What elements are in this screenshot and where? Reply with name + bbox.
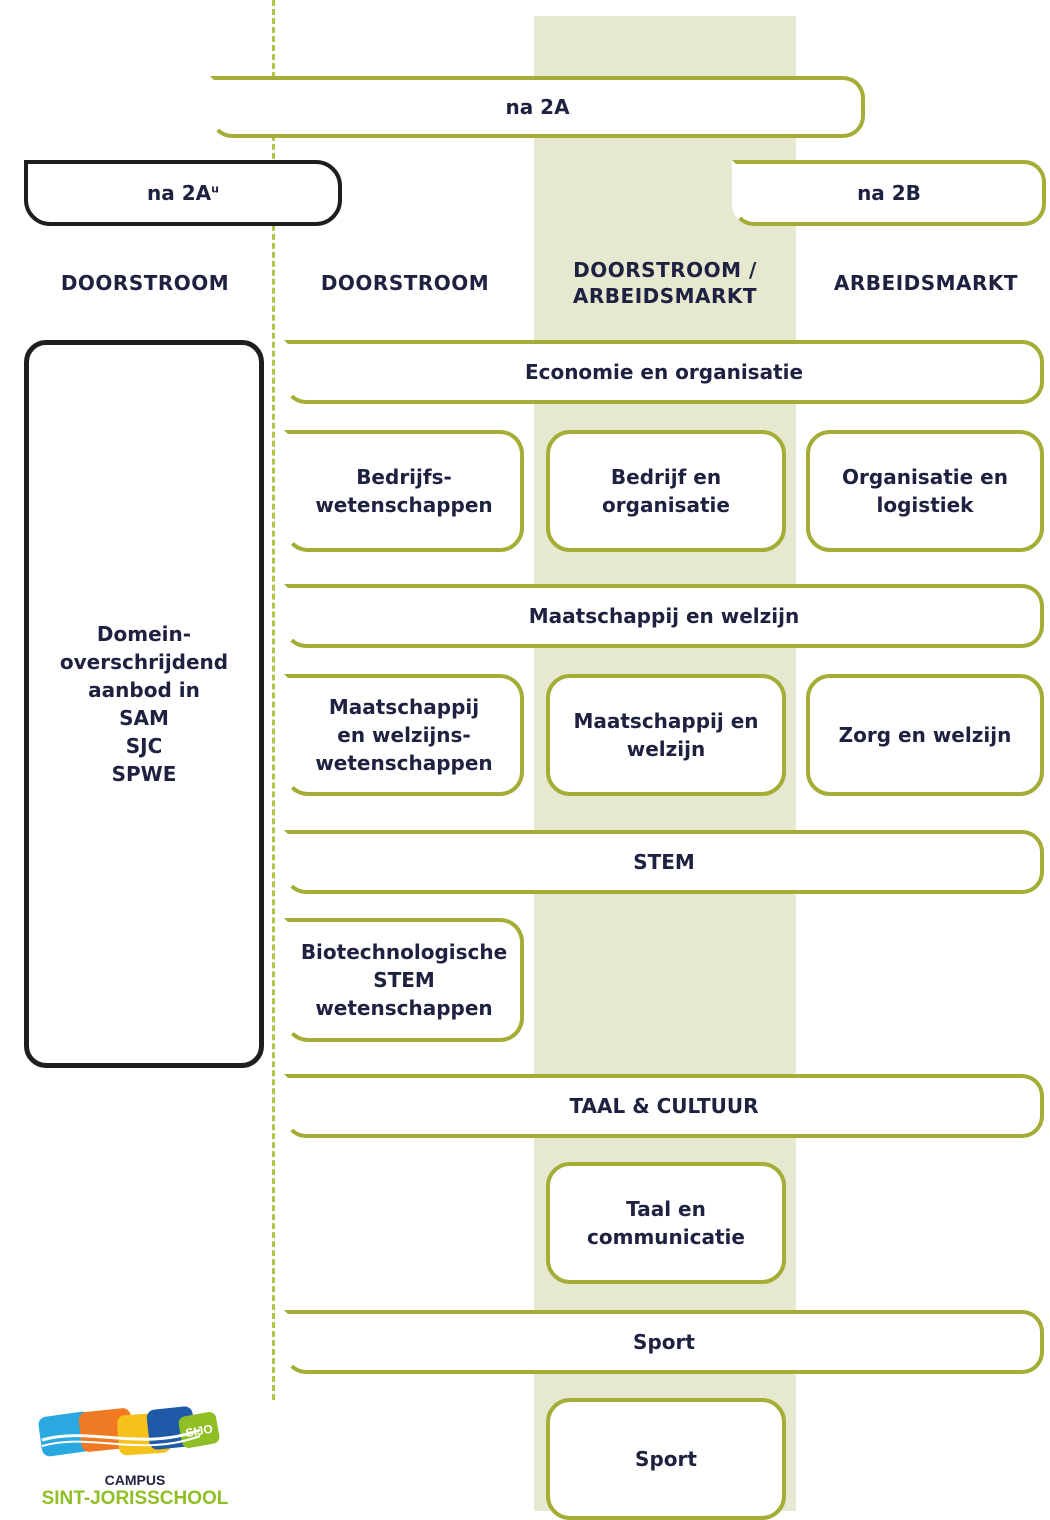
logo-graphic: SIJO xyxy=(38,1406,220,1457)
domain-sport: Sport xyxy=(284,1310,1044,1374)
cross-domain-line-2: overschrijdend xyxy=(59,650,229,674)
column-header-3: DOORSTROOM / ARBEIDSMARKT xyxy=(572,258,758,308)
course-bedrijf-en-organisatie: Bedrijf en organisatie xyxy=(546,430,786,552)
logo-campus-text: CAMPUS xyxy=(104,1472,166,1488)
cross-domain-line-4: SAM xyxy=(119,706,169,730)
school-logo: SIJO CAMPUS SINT-JORISSCHOOL xyxy=(30,1400,240,1511)
domain-stem: STEM xyxy=(284,830,1044,894)
tier-na-2b: na 2B xyxy=(732,160,1046,226)
cross-domain-line-5: SJC xyxy=(125,734,163,758)
domain-taal-cultuur: TAAL & CULTUUR xyxy=(284,1074,1044,1138)
domain-economie: Economie en organisatie xyxy=(284,340,1044,404)
course-organisatie-en-logistiek: Organisatie en logistiek xyxy=(806,430,1044,552)
tier-na-2au-label: na 2A xyxy=(147,181,212,205)
domain-maatschappij: Maatschappij en welzijn xyxy=(284,584,1044,648)
logo-badge-text: SIJO xyxy=(184,1422,213,1441)
cross-domain-line-3: aanbod in xyxy=(88,678,200,702)
column-header-2: DOORSTROOM xyxy=(320,271,490,295)
tier-na-2a: na 2A xyxy=(210,76,865,138)
logo-school-text: SINT-JORISSCHOOL xyxy=(41,1488,229,1509)
divider-dashed-line xyxy=(272,0,275,1400)
cross-domain-box: Domein- overschrijdend aanbod in SAM SJC… xyxy=(24,340,264,1068)
course-bedrijfswetenschappen: Bedrijfs- wetenschappen xyxy=(284,430,524,552)
tier-na-2au: na 2Au xyxy=(24,160,342,226)
tier-na-2au-sup: u xyxy=(211,182,219,196)
column-header-4: ARBEIDSMARKT xyxy=(833,271,1019,295)
course-sport: Sport xyxy=(546,1398,786,1520)
course-maatschappij-welzijnswetenschappen: Maatschappij en welzijns- wetenschappen xyxy=(284,674,524,796)
course-taal-en-communicatie: Taal en communicatie xyxy=(546,1162,786,1284)
cross-domain-line-1: Domein- xyxy=(96,622,192,646)
column-header-1: DOORSTROOM xyxy=(60,271,230,295)
course-maatschappij-en-welzijn: Maatschappij en welzijn xyxy=(546,674,786,796)
course-zorg-en-welzijn: Zorg en welzijn xyxy=(806,674,1044,796)
cross-domain-line-6: SPWE xyxy=(111,762,177,786)
course-biotechnologische-stem: Biotechnologische STEM wetenschappen xyxy=(284,918,524,1042)
